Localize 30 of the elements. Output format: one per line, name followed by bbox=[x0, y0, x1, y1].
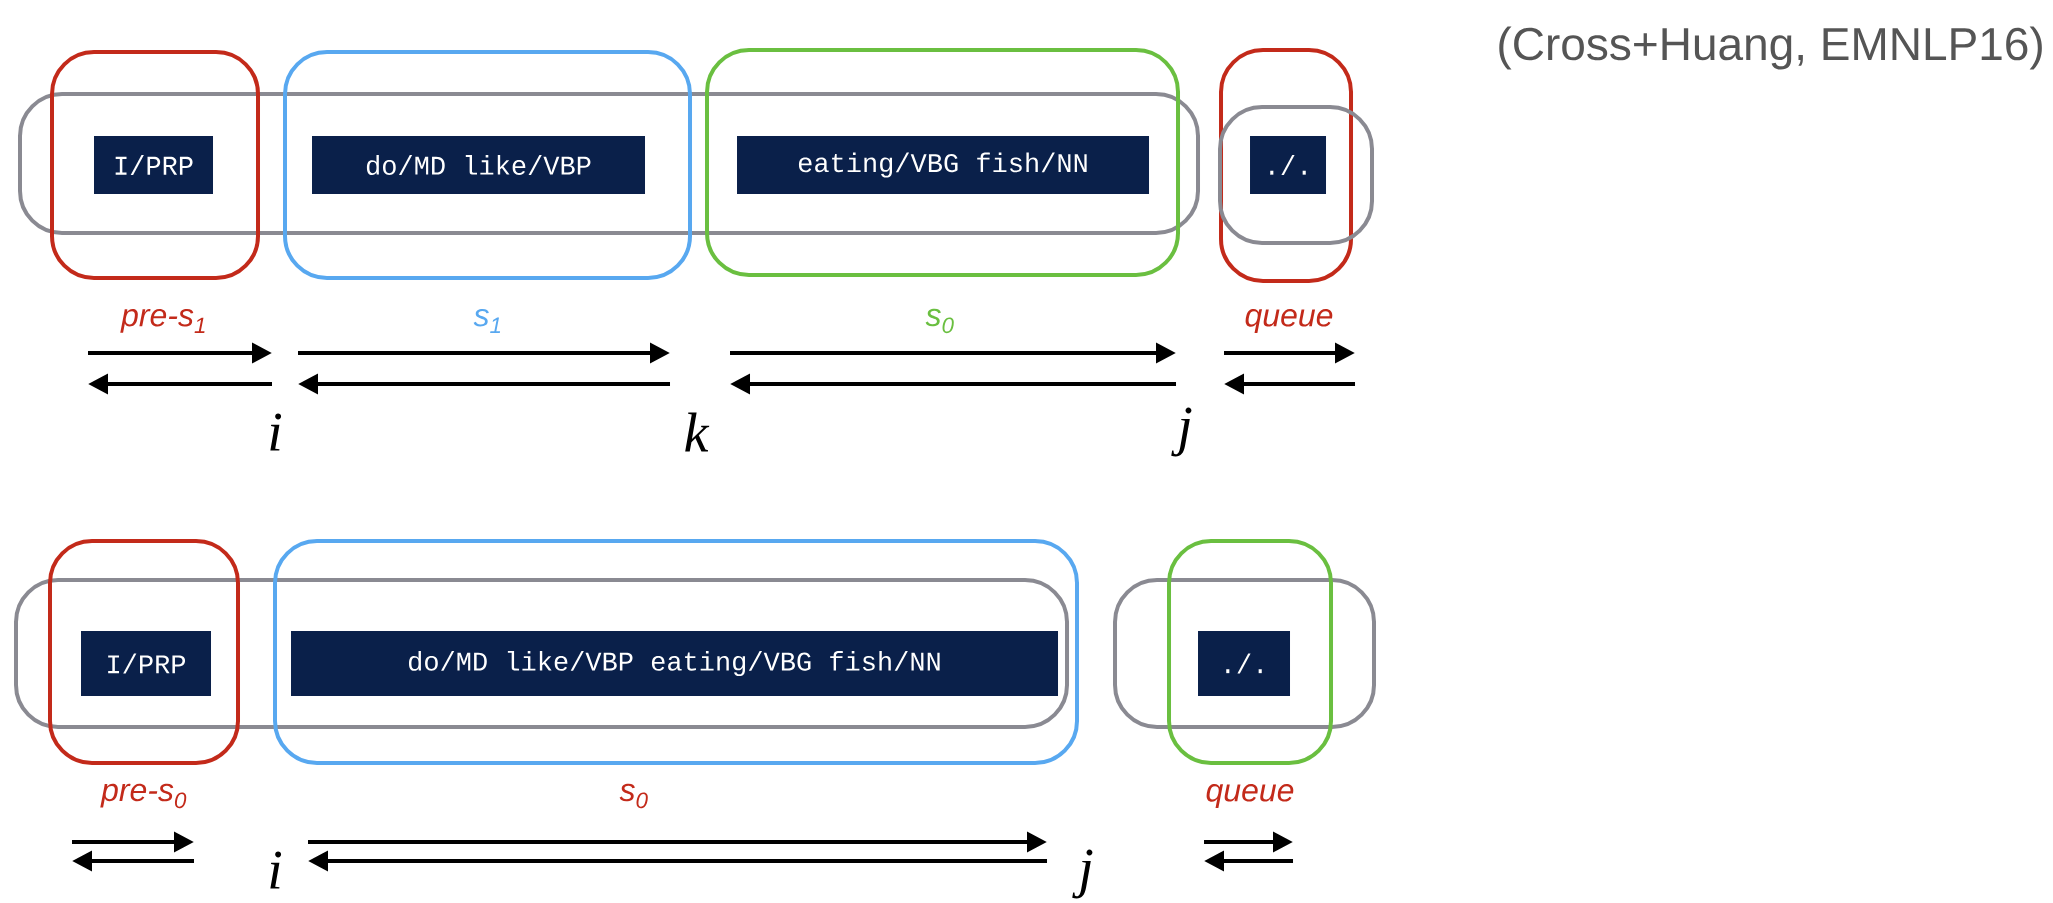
span-label: s$_{0}$ bbox=[619, 783, 648, 809]
span-outline bbox=[1219, 48, 1353, 283]
index-label: i bbox=[270, 413, 282, 451]
span-outline bbox=[1218, 105, 1374, 245]
token-box: I/PRP bbox=[81, 631, 211, 696]
index-label: j bbox=[1171, 407, 1192, 457]
token-box: I/PRP bbox=[94, 136, 213, 194]
span-label: pre-s$_{0}$ bbox=[100, 783, 187, 809]
span-outline bbox=[50, 50, 260, 280]
token-box: do/MD like/VBP eating/VBG fish/NN bbox=[291, 631, 1058, 696]
index-label: i bbox=[270, 851, 282, 889]
span-label: s$_{1}$ bbox=[473, 309, 501, 333]
span-outline bbox=[1167, 539, 1333, 765]
token-box: eating/VBG fish/NN bbox=[737, 136, 1149, 194]
token-box: do/MD like/VBP bbox=[312, 136, 645, 194]
span-label: pre-s$_{1}$ bbox=[120, 308, 205, 334]
span-outline bbox=[18, 92, 1200, 235]
span-outline bbox=[14, 578, 1069, 729]
span-label: queue bbox=[1245, 309, 1333, 333]
citation: (Cross+Huang, EMNLP16) bbox=[1499, 26, 2042, 70]
span-outline bbox=[48, 539, 240, 765]
index-label: j bbox=[1072, 849, 1093, 899]
span-outline bbox=[1113, 578, 1376, 729]
span-label: s$_{0}$ bbox=[925, 308, 954, 334]
token-box: ./. bbox=[1198, 631, 1290, 696]
index-label: k bbox=[685, 412, 710, 452]
span-label: queue bbox=[1206, 784, 1294, 808]
span-outline bbox=[283, 50, 692, 280]
span-outline bbox=[273, 539, 1079, 765]
span-outline bbox=[705, 48, 1180, 277]
